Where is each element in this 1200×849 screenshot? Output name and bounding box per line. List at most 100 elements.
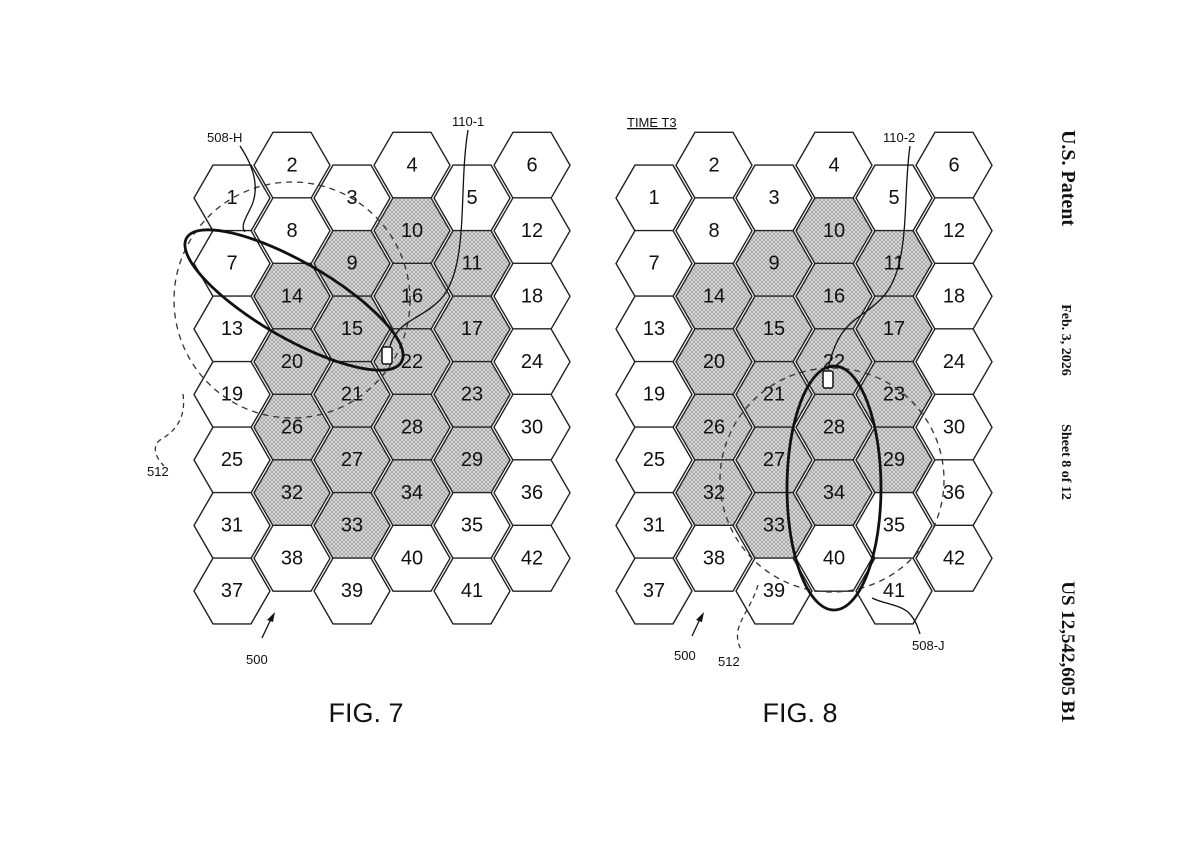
hex-cell-number: 9	[346, 253, 357, 275]
hex-cell	[433, 557, 511, 625]
hex-cell-number: 15	[763, 318, 785, 340]
grid-label: 500	[246, 652, 268, 667]
hex-cell-number: 12	[943, 220, 965, 242]
hex-cell-number: 38	[703, 547, 725, 569]
hex-cell-number: 19	[643, 384, 665, 406]
hex-cell-number: 10	[401, 220, 423, 242]
hex-cell-number: 13	[221, 318, 243, 340]
hex-cell-number: 33	[763, 515, 785, 537]
hex-cell-number: 22	[823, 351, 845, 373]
hex-cell-number: 18	[521, 285, 543, 307]
hex-cell-number: 2	[286, 154, 297, 176]
hex-cell	[675, 524, 753, 592]
hex-cell-number: 39	[341, 580, 363, 602]
hex-cell-number: 23	[461, 384, 483, 406]
hex-cell-number: 21	[763, 384, 785, 406]
hex-cell-number: 34	[401, 482, 423, 504]
user-device	[381, 346, 393, 365]
hex-cell-number: 37	[221, 580, 243, 602]
hex-cell-number: 15	[341, 318, 363, 340]
area-ellipse	[183, 228, 405, 372]
zone-label: 512	[718, 654, 740, 669]
hex-cell-number: 42	[943, 547, 965, 569]
hex-cell	[615, 557, 693, 625]
area-leader-line	[239, 145, 256, 233]
hex-cell-number: 35	[461, 515, 483, 537]
hex-cell-number: 29	[461, 449, 483, 471]
hex-cell-number: 8	[286, 220, 297, 242]
hex-cell-number: 25	[643, 449, 665, 471]
hex-cell	[493, 524, 571, 592]
hex-cell-number: 2	[708, 154, 719, 176]
figure-8: 1234567891011121314151617181920212223242…	[615, 115, 993, 728]
hex-cell-number: 34	[823, 482, 845, 504]
hex-cell-number: 27	[341, 449, 363, 471]
hex-cell-number: 20	[281, 351, 303, 373]
hex-cell	[915, 524, 993, 592]
hex-cell-number: 5	[466, 187, 477, 209]
device-leader-line	[389, 129, 469, 347]
hex-cell-number: 17	[883, 318, 905, 340]
hex-cell-number: 10	[823, 220, 845, 242]
hex-cell-number: 41	[883, 580, 905, 602]
hex-cell-number: 4	[828, 154, 839, 176]
hex-cell-number: 37	[643, 580, 665, 602]
hex-cell	[735, 557, 813, 625]
hex-cell-number: 18	[943, 285, 965, 307]
figure-caption: FIG. 7	[328, 698, 403, 728]
device-leader-line	[827, 145, 911, 371]
hex-cell-number: 29	[883, 449, 905, 471]
zone-boundary	[719, 367, 945, 593]
hex-cell-number: 32	[281, 482, 303, 504]
hex-cell-number: 6	[526, 154, 537, 176]
hex-cell	[373, 524, 451, 592]
hex-cell-number: 39	[763, 580, 785, 602]
hex-cell-number: 40	[823, 547, 845, 569]
hex-cell-number: 22	[401, 351, 423, 373]
hex-cell-number: 13	[643, 318, 665, 340]
hex-cell-number: 31	[221, 515, 243, 537]
hex-cell-number: 33	[341, 515, 363, 537]
hex-cell-number: 32	[703, 482, 725, 504]
grid-arrowhead	[267, 612, 275, 622]
hex-grid: 1234567891011121314151617181920212223242…	[615, 131, 993, 625]
user-device	[822, 370, 834, 389]
hex-cell-number: 36	[521, 482, 543, 504]
hex-cell-number: 28	[401, 416, 423, 438]
hex-cell-number: 30	[521, 416, 543, 438]
hex-cell-number: 1	[648, 187, 659, 209]
hex-cell-number: 36	[943, 482, 965, 504]
hex-cell-number: 38	[281, 547, 303, 569]
hex-cell-number: 35	[883, 515, 905, 537]
hex-cell-number: 16	[823, 285, 845, 307]
area-leader-line	[871, 597, 921, 635]
hex-cell-number: 26	[703, 416, 725, 438]
hex-cell-number: 11	[462, 253, 483, 275]
area-ellipse	[785, 364, 883, 612]
hex-cell-number: 20	[703, 351, 725, 373]
hex-cell-number: 8	[708, 220, 719, 242]
hex-cell-number: 28	[823, 416, 845, 438]
hex-cell-number: 42	[521, 547, 543, 569]
hex-cell-number: 4	[406, 154, 417, 176]
hex-cell-number: 1	[226, 187, 237, 209]
header-patent-number: US 12,542,605 B1	[1057, 581, 1078, 722]
hex-cell-number: 7	[226, 253, 237, 275]
zone-boundary	[173, 181, 411, 419]
hex-cell	[253, 524, 331, 592]
hex-cell-number: 3	[768, 187, 779, 209]
hex-cell-number: 19	[221, 384, 243, 406]
grid-arrow	[261, 618, 272, 639]
hex-cell-number: 27	[763, 449, 785, 471]
hex-grid: 1234567891011121314151617181920212223242…	[193, 131, 571, 625]
time-label: TIME T3	[627, 115, 677, 130]
grid-arrow	[691, 618, 701, 637]
hex-cell-number: 40	[401, 547, 423, 569]
hex-cell-number: 24	[943, 351, 965, 373]
hex-cell-number: 9	[768, 253, 779, 275]
hex-cell-number: 25	[221, 449, 243, 471]
area-label: 508-J	[912, 638, 945, 653]
header-sheet: Sheet 8 of 12	[1058, 424, 1073, 500]
device-label: 110-2	[883, 130, 915, 145]
